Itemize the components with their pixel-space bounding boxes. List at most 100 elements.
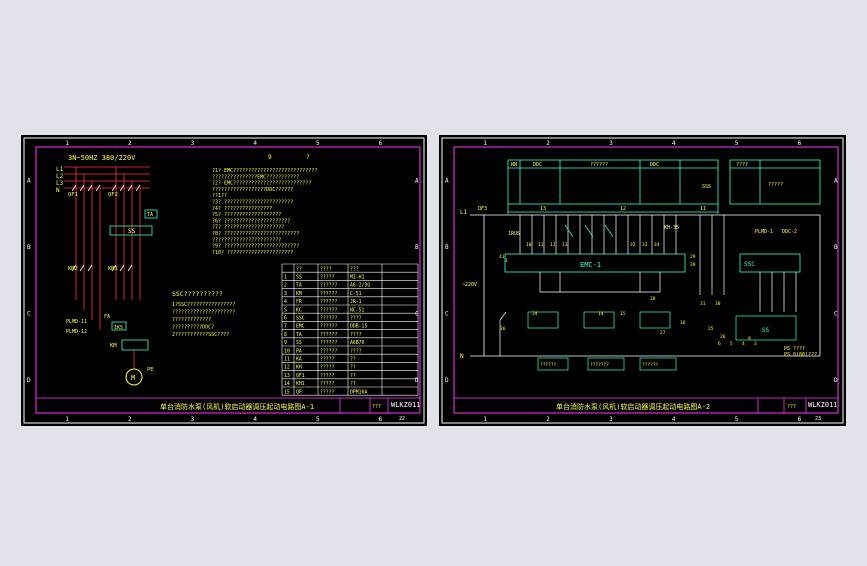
table-cell: ???? (350, 316, 362, 322)
box-label-5: ???? (736, 162, 748, 168)
feeder-lines (75, 167, 141, 330)
note-line: ?4? ???????????????? (212, 206, 272, 212)
table-cell: 9 (284, 340, 287, 346)
terminal-number: 24 (532, 311, 538, 317)
ss-label: SS (762, 327, 770, 334)
ta-box (144, 209, 158, 219)
table-cell: 14 (284, 381, 290, 387)
terminal-number: 11 (538, 242, 544, 248)
zone-letter-right: D (834, 377, 838, 384)
sheet-a2-code: ??? (787, 404, 796, 410)
fuse-label-qf1: QF1 (68, 192, 78, 198)
bottom-label-1: ?????? (540, 362, 557, 368)
table-cell: ???? (350, 348, 362, 354)
zone-letter-right: C (834, 310, 838, 317)
zone-number-bottom: 2 (128, 416, 132, 423)
table-cell: EMC (296, 324, 305, 330)
table-cell: ?????? (320, 348, 337, 354)
table-cell: MI-H1 (350, 275, 365, 281)
pe-label: PE (147, 367, 154, 373)
table-cell: ????? (320, 357, 335, 363)
table-cell: NC-51 (350, 307, 365, 313)
km-label: KM (110, 343, 117, 349)
soft-starter-label: SS (128, 228, 136, 235)
phase-label-l1: L1 (56, 166, 64, 173)
ssc-module (739, 253, 801, 273)
terminal-number: 29 (690, 254, 696, 260)
zone-number-top: 4 (672, 140, 676, 147)
terminal-number: 12 (550, 242, 556, 248)
phase-label-l3: L3 (56, 180, 64, 187)
zone-number-bottom: 3 (191, 416, 195, 423)
table-cell: FR (296, 299, 302, 305)
box-value-3: 11 (700, 206, 706, 212)
zone-number-top: 5 (316, 140, 320, 147)
zone-letter-left: D (27, 377, 31, 384)
zone-letter-right: D (415, 377, 419, 384)
breaker-contacts (71, 184, 141, 272)
note-line: ??????????????????????? (212, 237, 281, 243)
zone-letter-left: D (445, 377, 449, 384)
zone-number-bottom: 5 (316, 416, 320, 423)
control-power-lines (470, 214, 821, 357)
table-cell: QF1 (296, 373, 305, 379)
table-cell: ?????? (320, 324, 337, 330)
zone-number-bottom: 5 (735, 416, 739, 423)
bottom-boxes (537, 357, 677, 371)
sheet-a2-title: 单台消防水泵(风机)软启动器调压起动电路图A-2 (556, 402, 710, 411)
table-cell: KH1 (296, 381, 305, 387)
sheet-a1-outer-frame (23, 137, 425, 424)
sheet-a2-sheet-no: 23 (815, 416, 821, 422)
zone-letter-right: A (834, 177, 838, 184)
table-cell: 8 (284, 332, 287, 338)
title-block-a2: 单台消防水泵(风机)软启动器调压起动电路图A-2 ??? WLKZ011 23 (454, 397, 838, 422)
table-cell: ?????? (320, 332, 337, 338)
fuse-labels: QF1 QF2 (68, 192, 118, 198)
table-cell: QF (296, 389, 302, 395)
terminal-number: 34 (654, 242, 660, 248)
terminal-number: 33 (642, 242, 648, 248)
sheet-a1-code: ??? (372, 404, 381, 410)
table-cell: 4 (284, 299, 287, 305)
pump-label-1: PLMD-11 (66, 319, 87, 325)
zone-letter-left: B (445, 244, 449, 251)
table-cell: 3 (284, 291, 287, 297)
thermal-relay-box (111, 321, 127, 331)
table-cell: KM (296, 291, 302, 297)
contactor-label-km1: KM1 (108, 266, 118, 272)
box-label-2: DDC (533, 162, 542, 168)
sensor-symbols (527, 224, 797, 341)
note-line: ?7? ???????????????????? (212, 225, 284, 231)
table-cell: ????? (320, 381, 335, 387)
table-cell: ?????? (320, 316, 337, 322)
phase-labels: L1 L2 L3 N (56, 166, 64, 194)
zone-number-top: 3 (609, 140, 613, 147)
ssc-label: SSC (744, 261, 755, 268)
function-box-row (507, 159, 821, 214)
motor-symbol (125, 368, 143, 386)
terminal-number: 28 (650, 296, 656, 302)
terminal-number: 27 (660, 330, 666, 336)
box-label-4: DDC (650, 162, 659, 168)
notes-header-2: ? (306, 154, 310, 161)
table-cell: ????? (320, 373, 335, 379)
terminal-number: 39 (690, 262, 696, 268)
table-cell: DDB-15 (350, 324, 367, 330)
note-line: ?9? ????????????????????????? (212, 244, 299, 250)
table-cell: ???? (320, 266, 332, 272)
zone-number-top: 3 (191, 140, 195, 147)
line-label-voltage: ~220V (462, 282, 477, 288)
zone-number-bottom: 6 (379, 416, 383, 423)
ssc-note-line: ??????????DDC? (172, 325, 214, 331)
table-cell: 11 (284, 357, 290, 363)
box-value-2: 12 (620, 206, 626, 212)
terminal-number: 31 (700, 301, 706, 307)
zone-number-top: 1 (65, 140, 69, 147)
note-line: ?10? ?????????????????????? (212, 250, 293, 256)
phase-label-n: N (56, 187, 60, 194)
zone-number-top: 2 (546, 140, 550, 147)
